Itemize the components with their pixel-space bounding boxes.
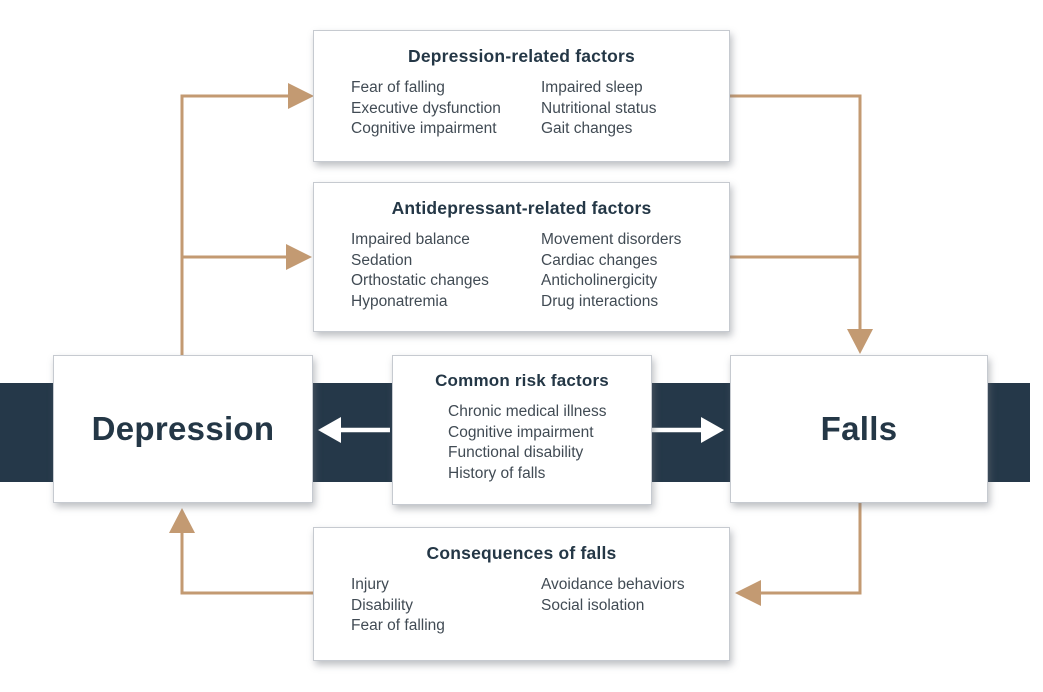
- factor-item: Impaired sleep: [541, 79, 643, 96]
- factor-item: Cardiac changes: [541, 251, 658, 269]
- factor-list: Fear of falling Executive dysfunction Co…: [314, 78, 729, 140]
- factor-column-1: Injury Disability Fear of falling: [351, 575, 541, 637]
- factor-item: Sedation: [351, 251, 413, 269]
- arrow-depression-to-antidepressant-related-factors: [182, 244, 312, 270]
- factor-item: Executive dysfunction: [351, 99, 501, 117]
- factor-item: Orthostatic changes: [351, 272, 489, 289]
- factor-item: Anticholinergicity: [541, 272, 658, 289]
- factor-column-1: Impaired balance Sedation Orthostatic ch…: [351, 230, 541, 312]
- arrow-falls-to-consequences: [735, 503, 862, 606]
- factor-item: Disability: [351, 596, 414, 614]
- factor-list: Chronic medical illness Cognitive impair…: [393, 402, 651, 484]
- factor-item: History of falls: [448, 464, 546, 482]
- factor-item: Cognitive impairment: [448, 423, 594, 441]
- factor-list: Injury Disability Fear of falling Avoida…: [314, 575, 729, 637]
- box-title: Common risk factors: [435, 371, 609, 390]
- factor-item: Chronic medical illness: [448, 403, 607, 420]
- factor-item: Impaired balance: [351, 231, 470, 248]
- factor-item: Functional disability: [448, 444, 584, 461]
- factor-item: Fear of falling: [351, 79, 445, 96]
- box-title: Consequences of falls: [426, 543, 617, 563]
- falls-node: Falls: [730, 355, 988, 503]
- arrow-factor-boxes-to-falls: [730, 94, 873, 354]
- arrow-consequences-to-depression: [169, 508, 313, 595]
- factor-item: Social isolation: [541, 596, 645, 614]
- box-title: Antidepressant-related factors: [391, 198, 652, 218]
- antidepressant-related-factors-box: Antidepressant-related factors Impaired …: [313, 182, 730, 332]
- factor-item: Avoidance behaviors: [541, 576, 685, 593]
- factor-column-2: Avoidance behaviors Social isolation: [541, 575, 685, 637]
- falls-node-label: Falls: [820, 410, 898, 447]
- consequences-of-falls-box: Consequences of falls Injury Disability …: [313, 527, 730, 661]
- factor-column-2: Impaired sleep Nutritional status Gait c…: [541, 78, 656, 140]
- factor-item: Drug interactions: [541, 292, 659, 310]
- factor-column-1: Chronic medical illness Cognitive impair…: [448, 402, 607, 484]
- factor-list: Impaired balance Sedation Orthostatic ch…: [314, 230, 729, 312]
- depression-related-factors-box: Depression-related factors Fear of falli…: [313, 30, 730, 162]
- factor-column-1: Fear of falling Executive dysfunction Co…: [351, 78, 541, 140]
- factor-item: Hyponatremia: [351, 292, 448, 310]
- depression-node: Depression: [53, 355, 313, 503]
- factor-item: Fear of falling: [351, 617, 445, 634]
- factor-item: Nutritional status: [541, 99, 657, 117]
- box-title: Depression-related factors: [408, 46, 635, 66]
- factor-item: Gait changes: [541, 120, 633, 137]
- depression-node-label: Depression: [91, 410, 275, 447]
- common-risk-factors-box: Common risk factors Chronic medical illn…: [392, 355, 652, 505]
- factor-column-2: Movement disorders Cardiac changes Antic…: [541, 230, 681, 312]
- factor-item: Movement disorders: [541, 231, 682, 248]
- factor-item: Cognitive impairment: [351, 120, 497, 137]
- factor-item: Injury: [351, 576, 389, 593]
- arrow-depression-to-depression-related-factors: [180, 83, 314, 355]
